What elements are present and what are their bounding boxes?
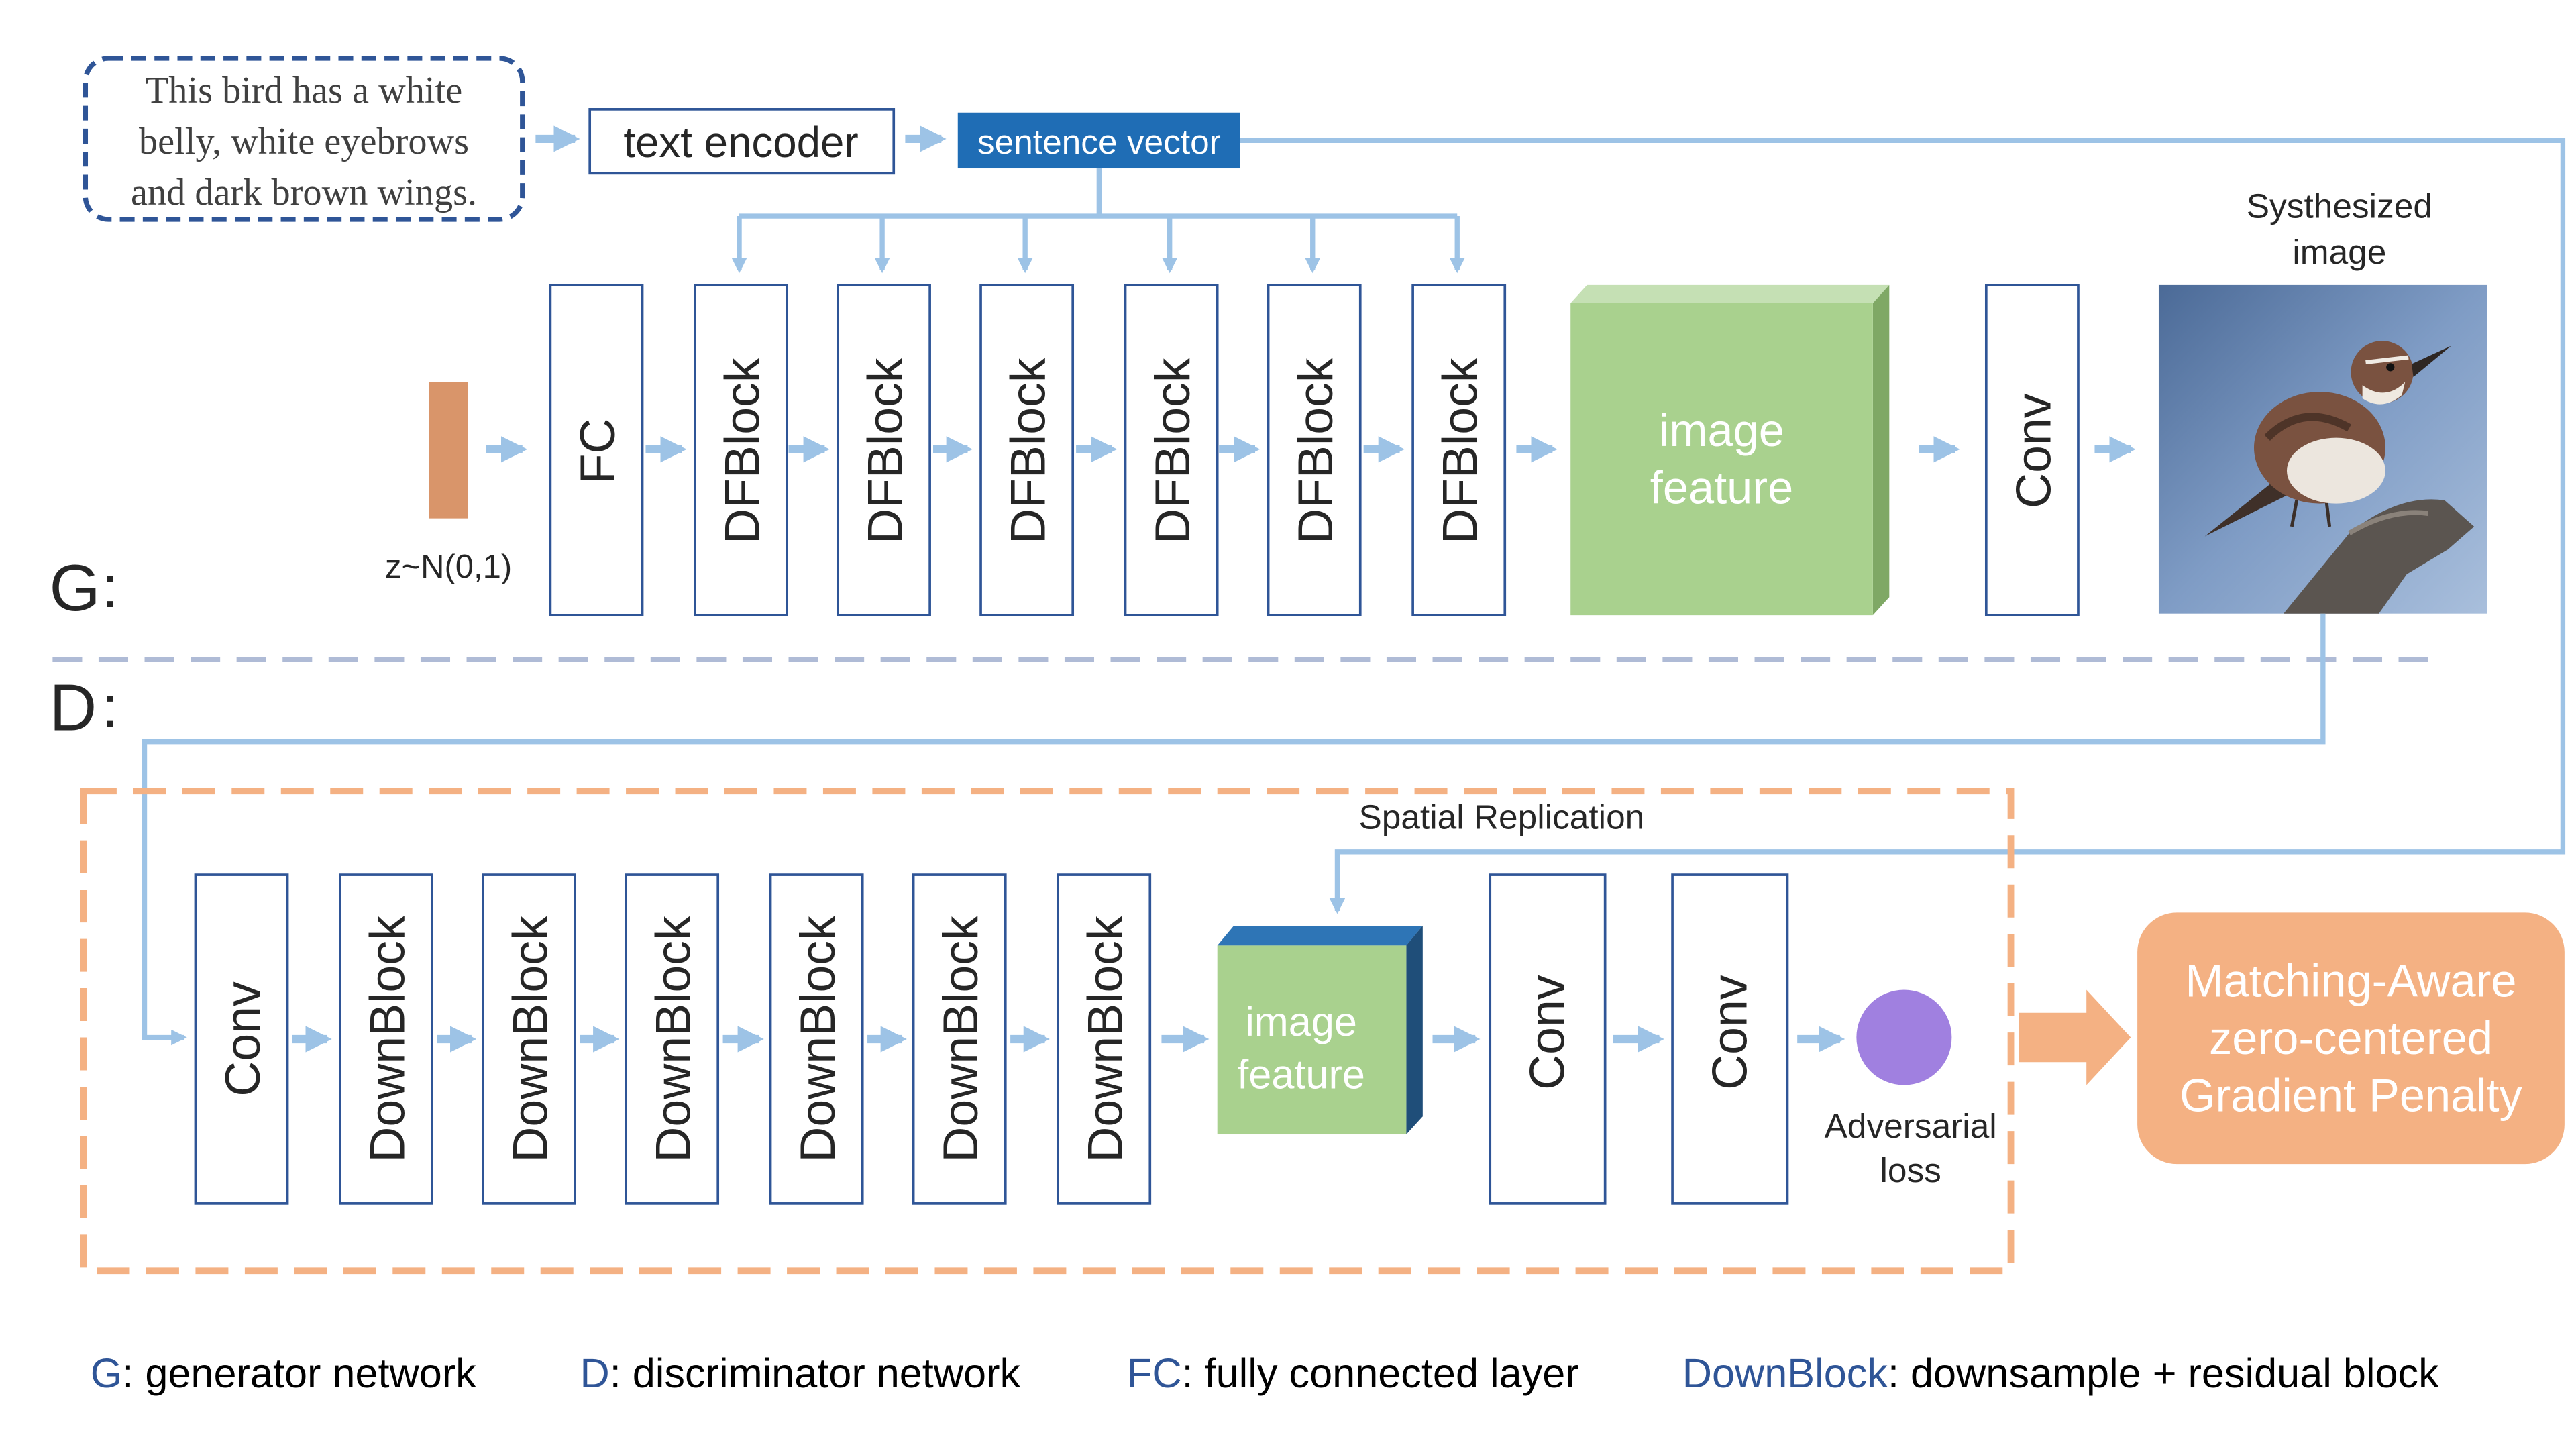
dfblock-5-label: DFBlock [1287, 358, 1343, 544]
discriminator-colon: : [102, 674, 119, 740]
discriminator-conv-block-3 [1671, 873, 1789, 1205]
gradient-penalty-box [2137, 912, 2565, 1165]
caption-line-3: and dark brown wings. [131, 172, 477, 213]
noise-label: z~N(0,1) [385, 549, 512, 585]
discriminator-boundary [80, 788, 2015, 1275]
generator-conv-block [1984, 284, 2080, 616]
sentence-vector-fanout [731, 168, 1466, 274]
discriminator-conv-3-label: Conv [1701, 975, 1757, 1090]
downblock-5 [912, 873, 1007, 1205]
caption-line-2: belly, white eyebrows [139, 121, 469, 162]
downblock-3-label: DownBlock [645, 916, 701, 1163]
downblock-1 [339, 873, 433, 1205]
generator-colon: : [102, 553, 119, 620]
fc-label: FC [570, 418, 625, 484]
generator-label: G [49, 551, 100, 625]
loss-label-line-1: Adversarial [1825, 1106, 1997, 1145]
generator-conv-label: Conv [2005, 393, 2061, 508]
output-title-line-1: Systhesized [2247, 186, 2432, 225]
downblock-4 [769, 873, 864, 1205]
dfblock-2 [837, 284, 931, 616]
discriminator-label: D [49, 671, 97, 745]
dfblock-1-label: DFBlock [714, 358, 769, 544]
legend-fc-key: FC [1127, 1350, 1182, 1396]
legend-downblock: DownBlock: downsample + residual block [1682, 1350, 2439, 1396]
legend-discriminator-key: D [580, 1350, 609, 1396]
downblock-3 [625, 873, 720, 1205]
discriminator-feature-line-1: image [1245, 999, 1357, 1044]
spatial-replication-label: Spatial Replication [1358, 798, 1644, 837]
caption-box [83, 56, 525, 222]
sentence-vector-to-discriminator [1240, 138, 2566, 914]
legend-fc: FC: fully connected layer [1127, 1350, 1579, 1396]
fc-block [549, 284, 644, 616]
caption-line-1: This bird has a white [146, 70, 462, 111]
dfblock-5 [1267, 284, 1362, 616]
legend-downblock-key: DownBlock [1682, 1350, 1888, 1396]
discriminator-feature-line-2: feature [1237, 1051, 1365, 1097]
penalty-line-1: Matching-Aware [2185, 955, 2516, 1006]
synthesized-bird-image [2158, 284, 2487, 614]
penalty-arrow [2019, 989, 2131, 1085]
output-title-line-2: image [2292, 232, 2386, 271]
sentence-vector-box [957, 112, 1240, 169]
penalty-line-2: zero-centered [2209, 1012, 2493, 1064]
legend-generator: G: generator network [91, 1350, 476, 1396]
downblock-2-label: DownBlock [502, 916, 558, 1163]
dfblock-4-label: DFBlock [1144, 358, 1200, 544]
discriminator-conv-block [194, 873, 289, 1205]
text-encoder-box [588, 108, 896, 175]
downblock-6 [1057, 873, 1152, 1205]
dfblock-2-label: DFBlock [857, 358, 912, 544]
dfblock-4 [1124, 284, 1219, 616]
dfblock-6 [1411, 284, 1507, 616]
dfblock-1 [694, 284, 788, 616]
generator-image-feature [1570, 284, 1890, 616]
discriminator-conv-2-label: Conv [1519, 975, 1574, 1090]
dfblock-3-label: DFBlock [1000, 358, 1056, 544]
noise-vector [429, 382, 468, 519]
legend-fc-text: : fully connected layer [1182, 1350, 1579, 1396]
downblock-6-label: DownBlock [1077, 916, 1133, 1163]
dfblock-3 [979, 284, 1075, 616]
penalty-line-3: Gradient Penalty [2180, 1070, 2522, 1122]
legend-discriminator: D: discriminator network [580, 1350, 1020, 1396]
discriminator-conv-label: Conv [215, 981, 270, 1097]
image-to-discriminator [142, 613, 2326, 1046]
loss-label-line-2: loss [1880, 1150, 1941, 1189]
legend-discriminator-text: : discriminator network [610, 1350, 1021, 1396]
text-encoder-label: text encoder [623, 119, 858, 166]
generator-feature-line-2: feature [1650, 462, 1793, 514]
dfblock-6-label: DFBlock [1432, 358, 1488, 544]
discriminator-image-feature [1217, 926, 1423, 1135]
legend-generator-key: G [91, 1350, 123, 1396]
legend-generator-text: : generator network [122, 1350, 476, 1396]
downblock-1-label: DownBlock [359, 916, 415, 1163]
downblock-2 [482, 873, 576, 1205]
sentence-vector-label: sentence vector [977, 122, 1221, 161]
adversarial-loss-node [1856, 989, 1952, 1085]
downblock-5-label: DownBlock [932, 916, 988, 1163]
discriminator-conv-block-2 [1489, 873, 1607, 1205]
downblock-4-label: DownBlock [790, 916, 845, 1163]
generator-feature-line-1: image [1659, 405, 1784, 456]
legend-downblock-text: : downsample + residual block [1888, 1350, 2439, 1396]
